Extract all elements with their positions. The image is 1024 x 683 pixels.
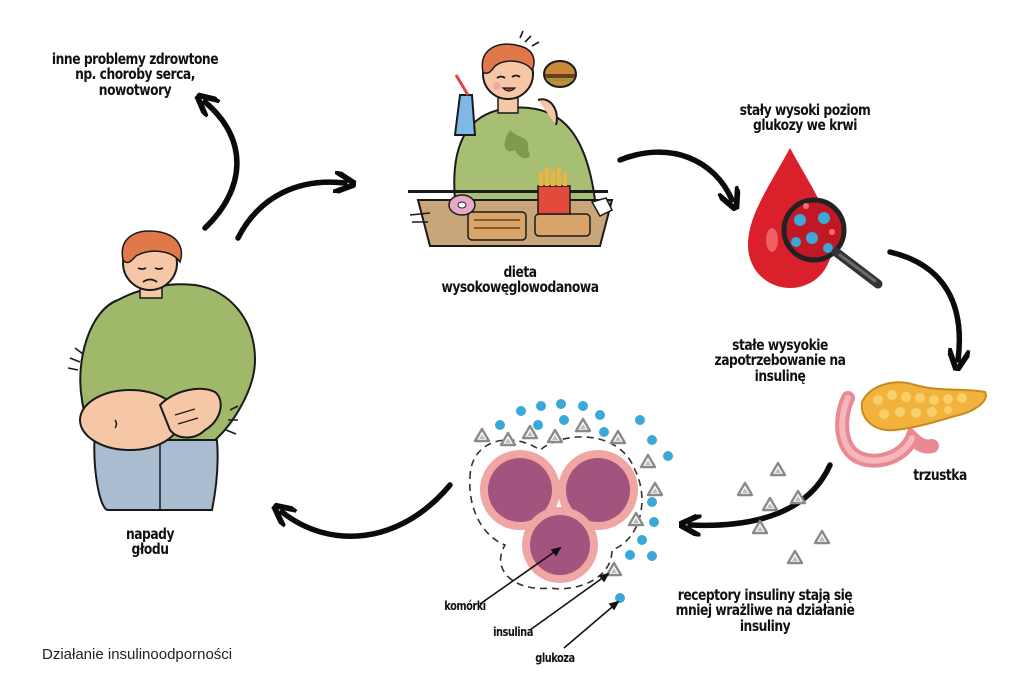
glucose-dots	[495, 399, 673, 603]
arrow-to-pancreas	[887, 249, 959, 360]
hungry-person-illustration	[67, 230, 257, 511]
arrow-to-glucose	[617, 149, 732, 200]
arrow-to-receptors	[690, 462, 833, 525]
label-pancreas: trzustka	[913, 466, 967, 484]
arrow-to-hunger	[282, 482, 453, 539]
label-hunger: napady głodu	[125, 525, 175, 559]
label-other-problems: inne problemy zdrowtone np. choroby serc…	[51, 50, 219, 99]
pointer-lines	[479, 546, 620, 649]
pancreas-illustration	[835, 381, 987, 468]
label-glucose-level: stały wysoki poziom glukozy we krwi	[739, 101, 871, 135]
label-insulin-demand: stałe wysyokie zapotrzebowanie na insuli…	[714, 336, 846, 385]
arrow-to-problems	[205, 102, 240, 231]
arrow-to-diet	[235, 182, 345, 241]
cycle-arrows	[205, 102, 959, 539]
caption: Działanie insulinoodporności	[42, 646, 233, 663]
label-cells: komórki	[444, 599, 486, 613]
label-receptors: receptory insuliny stają się mniej wrażl…	[675, 586, 855, 635]
label-glucose: glukoza	[535, 651, 575, 665]
cells-cluster	[469, 436, 643, 590]
label-insulin: insulina	[493, 625, 533, 639]
blood-drop-illustration	[748, 148, 883, 289]
eating-person-illustration	[408, 30, 614, 247]
label-diet: dieta wysokowęglowodanowa	[441, 263, 599, 297]
